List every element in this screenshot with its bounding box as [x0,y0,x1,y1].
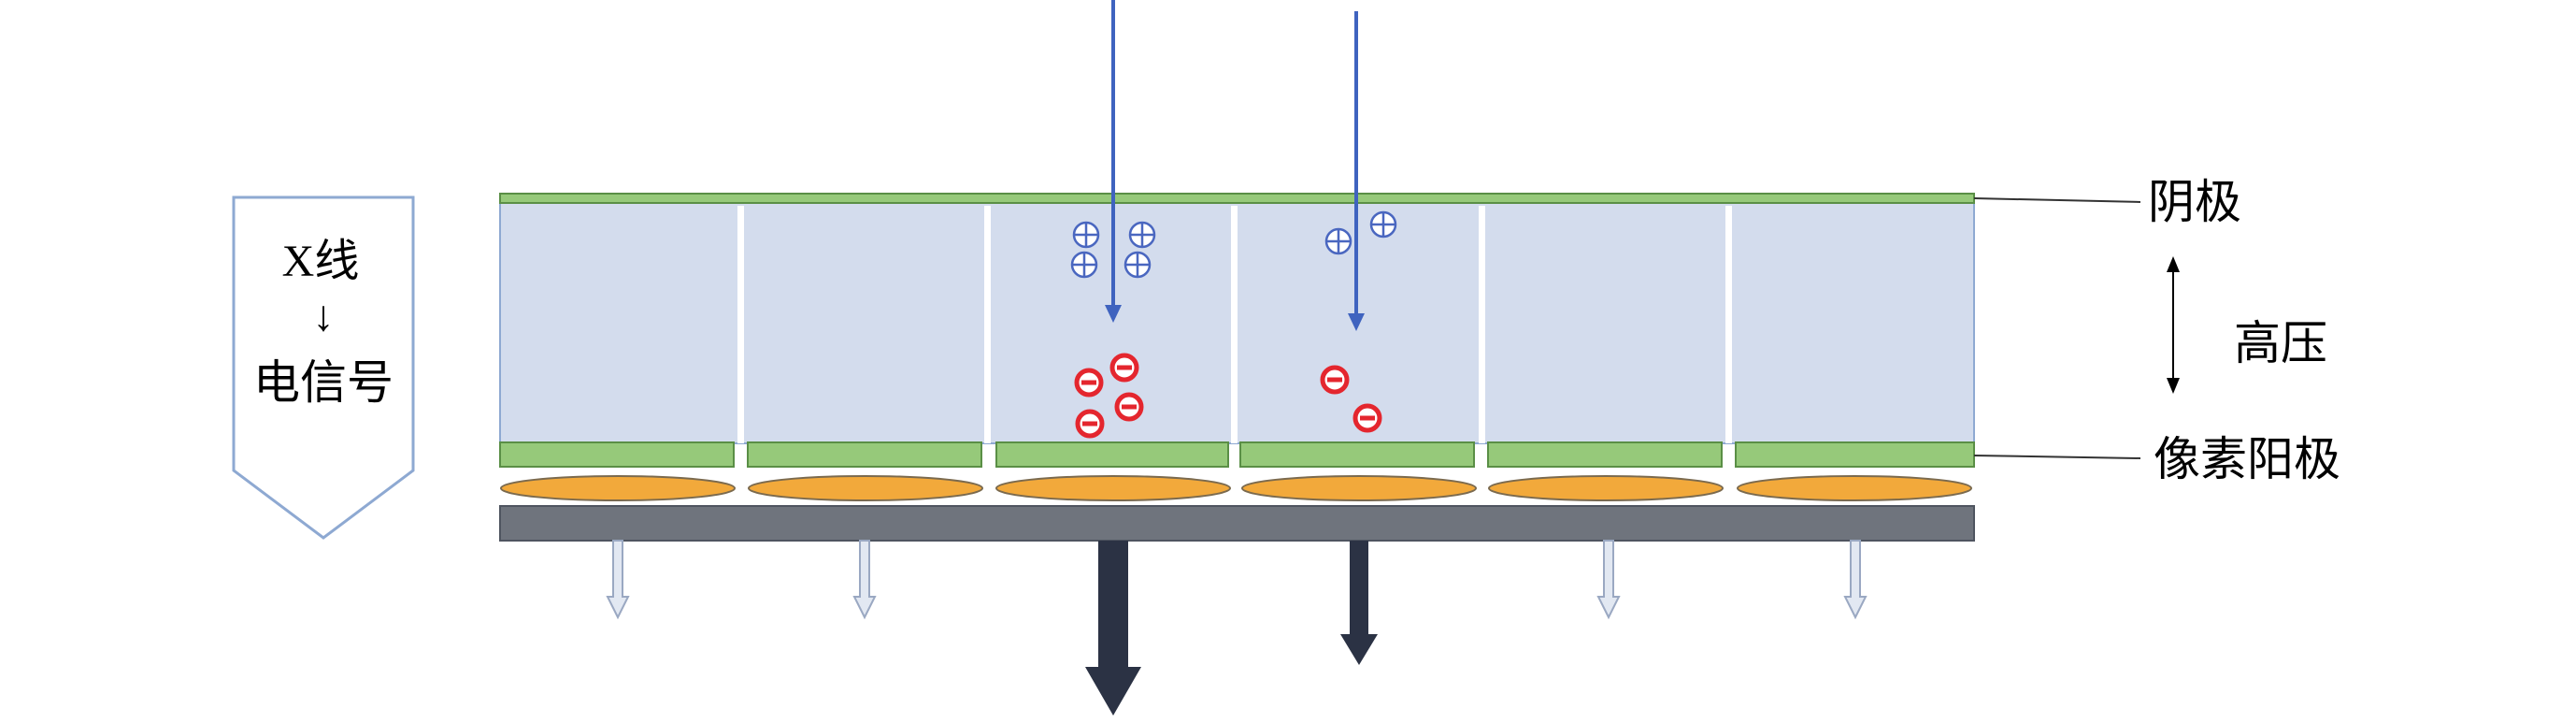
cathode-callout: 阴极 [1973,176,2241,228]
pixel-anode-label: 像素阳极 [2154,433,2340,485]
negative-charges [1074,353,1382,439]
positive-charge-icon [1123,251,1152,279]
high-voltage-callout: 高压 [2167,256,2327,394]
strong-signal-arrow [1340,541,1378,665]
pixel-separator [1725,206,1732,443]
xray-arrowhead-icon [1105,305,1122,323]
weak-signal-arrow [606,540,630,620]
pixel-separators [737,206,1732,443]
storage-capacitor [995,475,1231,501]
pixel-anode [747,441,982,468]
weak-signal-arrow [1843,540,1868,620]
pixel-separator [1231,206,1238,443]
process-label-signal: 电信号 [253,356,394,409]
positive-charge-icon [1070,251,1098,279]
arrow-down-icon [2167,378,2180,394]
cathode-label: 阴极 [2148,176,2241,228]
xray-arrows [1105,0,1365,331]
cathode-electrode [499,193,1975,204]
positive-charge-icon [1324,227,1352,255]
xray-arrowhead-icon [1348,313,1365,331]
positive-charges [1070,210,1397,279]
pixel-separator [1479,206,1485,443]
weak-signal-arrow [852,540,877,620]
positive-charge-icon [1369,210,1397,239]
negative-charge-icon [1074,368,1104,398]
process-chevron: X线 ↓ 电信号 [232,195,415,540]
storage-capacitor [1737,475,1972,501]
pixel-anode [1239,441,1475,468]
positive-charge-icon [1128,221,1156,249]
pixel-anode-callout: 像素阳极 [1973,433,2340,485]
high-voltage-label: 高压 [2234,317,2327,369]
negative-charge-icon [1109,353,1139,383]
negative-charge-icon [1075,409,1105,439]
strong-signal-arrow [1085,541,1141,716]
output-arrows [606,540,1868,716]
pixel-anode [995,441,1229,468]
negative-charge-icon [1352,403,1382,433]
storage-capacitor [1241,475,1477,501]
negative-charge-icon [1114,392,1144,422]
pixel-anode [1735,441,1975,468]
storage-capacitor [500,475,736,501]
leader-line [1973,197,2141,203]
leader-line [1973,455,2141,459]
pixel-separator [737,206,744,443]
pixel-anode [499,441,735,468]
pixel-anode [1487,441,1723,468]
positive-charge-icon [1072,221,1100,249]
storage-capacitors [500,475,1972,501]
pixel-anodes [499,441,1975,468]
process-label-arrow: ↓ [313,292,335,340]
pixel-separator [984,206,991,443]
storage-capacitor [748,475,983,501]
weak-signal-arrow [1596,540,1621,620]
tft-substrate [499,505,1975,542]
arrow-up-icon [2167,256,2180,272]
storage-capacitor [1488,475,1724,501]
process-label-xray: X线 [282,237,360,286]
negative-charge-icon [1320,365,1350,395]
